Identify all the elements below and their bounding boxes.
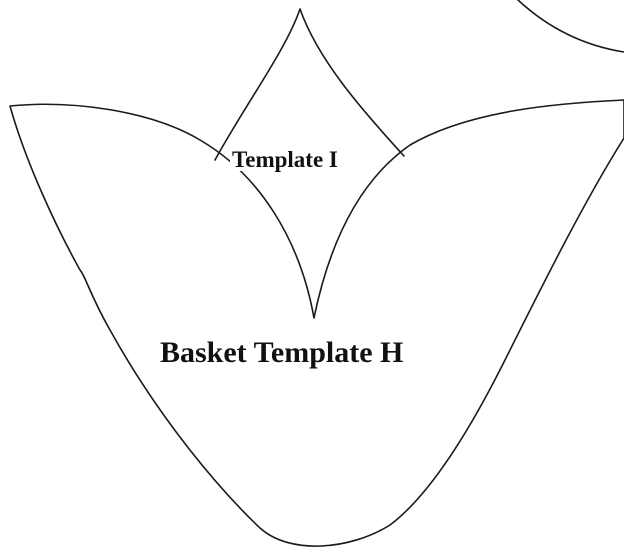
template-h-outline <box>9 99 624 547</box>
partial-template-outline <box>517 0 624 53</box>
template-h-label: Basket Template H <box>160 336 404 369</box>
template-i-outline <box>214 8 405 161</box>
template-i-label: Template I <box>230 147 340 172</box>
